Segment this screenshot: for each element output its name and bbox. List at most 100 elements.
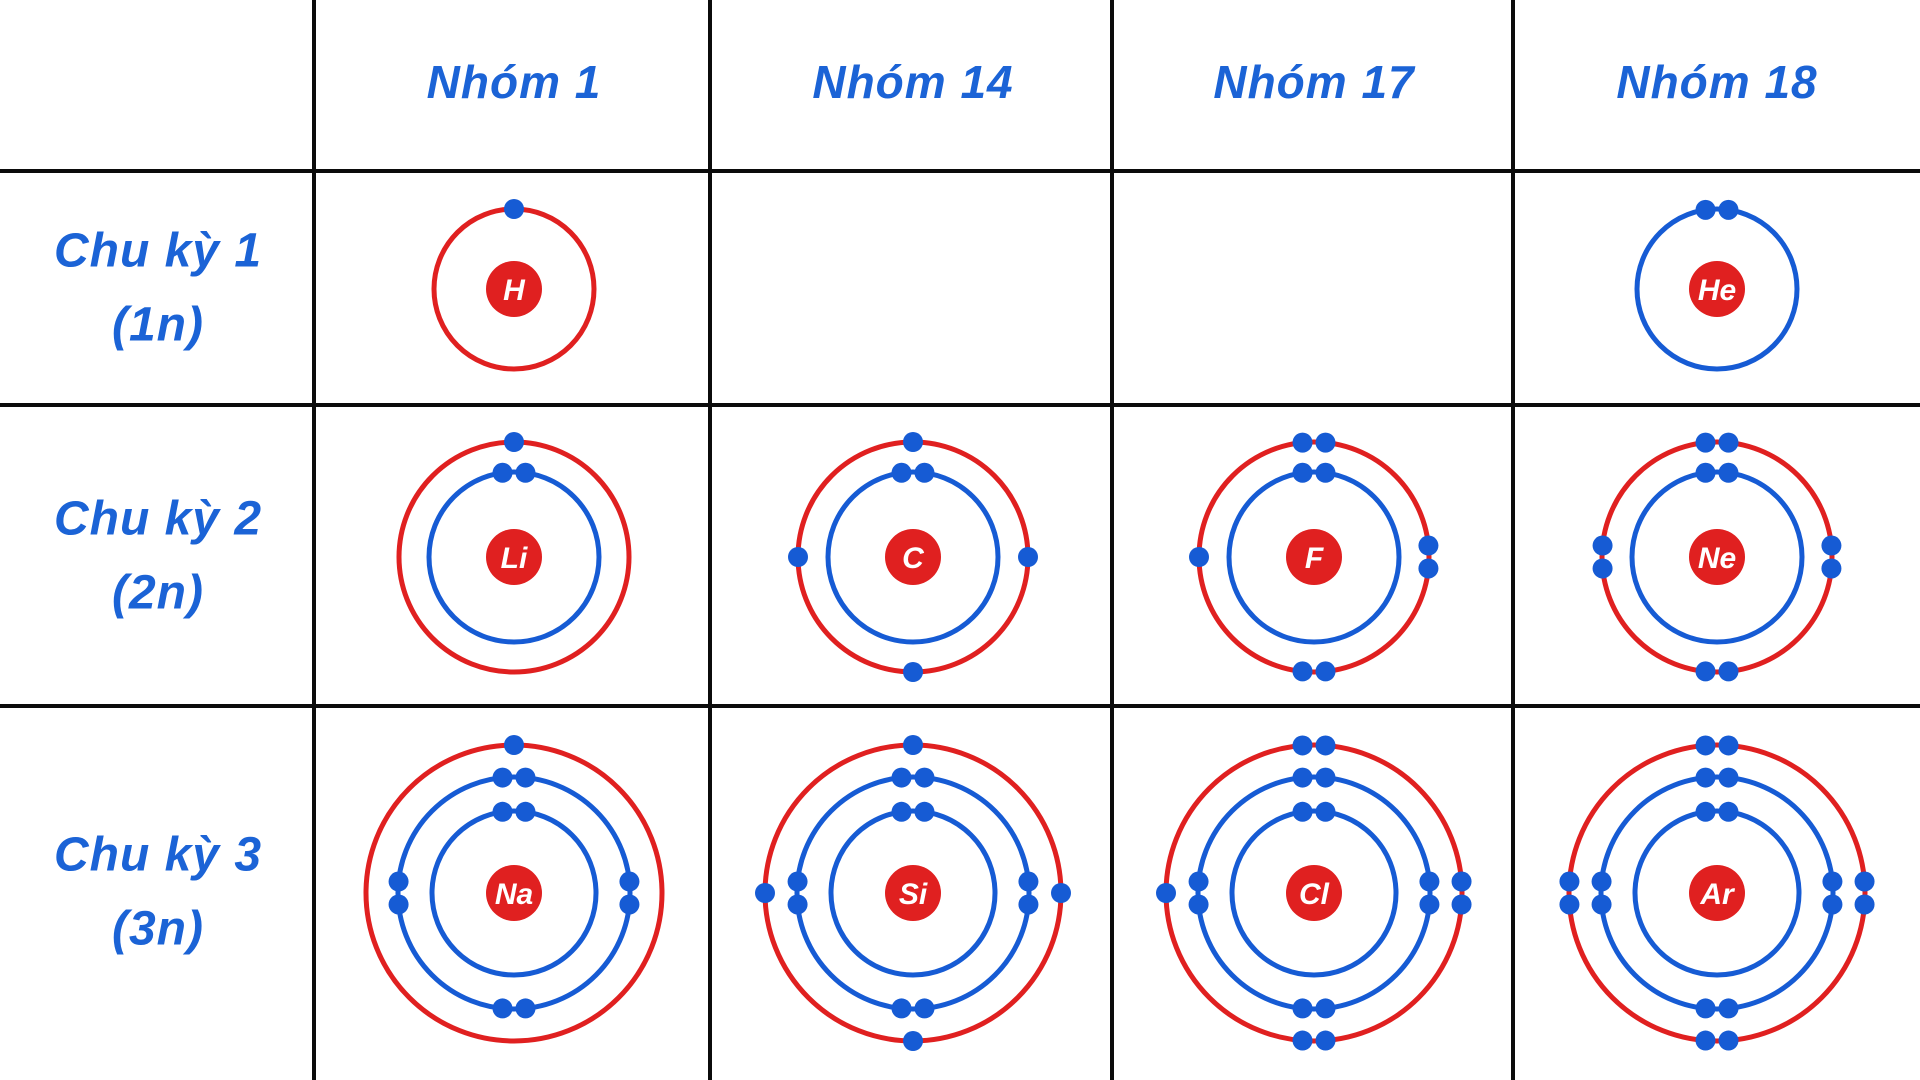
electron-shell-1 <box>1632 808 1802 978</box>
electron-dot <box>1718 462 1739 483</box>
electron-dot <box>492 801 513 822</box>
electron-shell-2 <box>1599 439 1835 675</box>
electron-dot <box>515 767 536 788</box>
nucleus <box>885 865 941 921</box>
electron-dot <box>504 199 524 219</box>
electron-dot <box>1051 883 1071 903</box>
electron-dot <box>1695 462 1716 483</box>
electron-dot <box>914 462 935 483</box>
atom-diagram-C: C <box>788 432 1038 682</box>
electron-shell-1 <box>825 469 1001 645</box>
electron-dot <box>1591 871 1612 892</box>
electron-dot <box>1451 894 1472 915</box>
electron-shell-3 <box>1566 742 1868 1044</box>
element-symbol: C <box>902 542 925 575</box>
grid-vline-3 <box>1110 0 1114 1080</box>
electron-dot <box>1315 462 1336 483</box>
electron-dot <box>492 767 513 788</box>
electron-dot <box>903 1031 923 1051</box>
electron-dot <box>1559 871 1580 892</box>
electron-dot <box>891 462 912 483</box>
electron-dot <box>1418 535 1439 556</box>
electron-dot <box>1419 871 1440 892</box>
row-label-period-3-subtitle: (3n) <box>112 903 204 956</box>
electron-dot <box>1718 998 1739 1019</box>
electron-dot <box>1821 558 1842 579</box>
electron-dot <box>1695 735 1716 756</box>
nucleus <box>1286 865 1342 921</box>
electron-dot <box>1292 462 1313 483</box>
electron-shell-1 <box>1226 469 1402 645</box>
electron-dot <box>1718 735 1739 756</box>
nucleus <box>486 529 542 585</box>
electron-shell-1 <box>1634 206 1800 372</box>
electron-dot <box>1018 547 1038 567</box>
electron-dot <box>1188 894 1209 915</box>
element-symbol: Cl <box>1299 878 1330 911</box>
electron-dot <box>1292 735 1313 756</box>
electron-dot <box>914 767 935 788</box>
grid-vline-2 <box>708 0 712 1080</box>
nucleus <box>1286 529 1342 585</box>
electron-dot <box>1822 894 1843 915</box>
electron-dot <box>1018 894 1039 915</box>
nucleus <box>486 261 542 317</box>
electron-shell-1 <box>429 808 599 978</box>
electron-shell-2 <box>1195 774 1433 1012</box>
atom-diagram-H: H <box>431 199 597 372</box>
electron-dot <box>1718 1030 1739 1051</box>
nucleus <box>885 529 941 585</box>
electron-dot <box>1854 871 1875 892</box>
grid-vline-1 <box>312 0 316 1080</box>
electron-dot <box>1292 998 1313 1019</box>
row-label-period-3-title: Chu kỳ 3 <box>53 828 263 882</box>
electron-dot <box>1315 1030 1336 1051</box>
electron-dot <box>619 894 640 915</box>
electron-dot <box>787 871 808 892</box>
element-symbol: He <box>1698 274 1736 307</box>
electron-dot <box>891 801 912 822</box>
atom-diagram-Ne: Ne <box>1592 432 1842 682</box>
row-label-period-1: Chu kỳ 1 (1n) <box>54 215 262 364</box>
atom-diagram-Cl: Cl <box>1156 735 1472 1051</box>
element-symbol: Na <box>495 878 533 911</box>
electron-dot <box>1822 871 1843 892</box>
electron-dot <box>1188 871 1209 892</box>
atom-diagram-Na: Na <box>363 735 665 1044</box>
grid-vline-4 <box>1511 0 1515 1080</box>
atom-diagram-F: F <box>1189 432 1439 682</box>
grid-hline-3 <box>0 704 1920 708</box>
electron-dot <box>1418 558 1439 579</box>
electron-dot <box>1292 801 1313 822</box>
row-label-period-1-subtitle: (1n) <box>112 299 204 352</box>
electron-dot <box>891 998 912 1019</box>
nucleus <box>1689 261 1745 317</box>
grid-hline-2 <box>0 403 1920 407</box>
element-symbol: H <box>503 274 526 307</box>
electron-dot <box>1718 199 1739 220</box>
electron-dot <box>1695 801 1716 822</box>
electron-dot <box>619 871 640 892</box>
electron-dot <box>755 883 775 903</box>
electron-dot <box>1718 432 1739 453</box>
electron-shell-2 <box>794 774 1032 1012</box>
electron-shell-1 <box>1629 469 1805 645</box>
electron-dot <box>1821 535 1842 556</box>
electron-dot <box>1292 1030 1313 1051</box>
element-symbol: Si <box>899 878 928 911</box>
column-header-group-1: Nhóm 1 <box>426 56 602 108</box>
electron-dot <box>1315 661 1336 682</box>
electron-dot <box>1315 998 1336 1019</box>
electron-dot <box>1419 894 1440 915</box>
electron-dot <box>914 998 935 1019</box>
electron-dot <box>1592 558 1613 579</box>
atom-diagram-Si: Si <box>755 735 1071 1051</box>
electron-dot <box>1292 661 1313 682</box>
electron-dot <box>903 735 923 755</box>
nucleus <box>1689 529 1745 585</box>
electron-dot <box>504 432 524 452</box>
electron-dot <box>1451 871 1472 892</box>
electron-shell-1 <box>828 808 998 978</box>
atom-diagram-Li: Li <box>396 432 632 675</box>
